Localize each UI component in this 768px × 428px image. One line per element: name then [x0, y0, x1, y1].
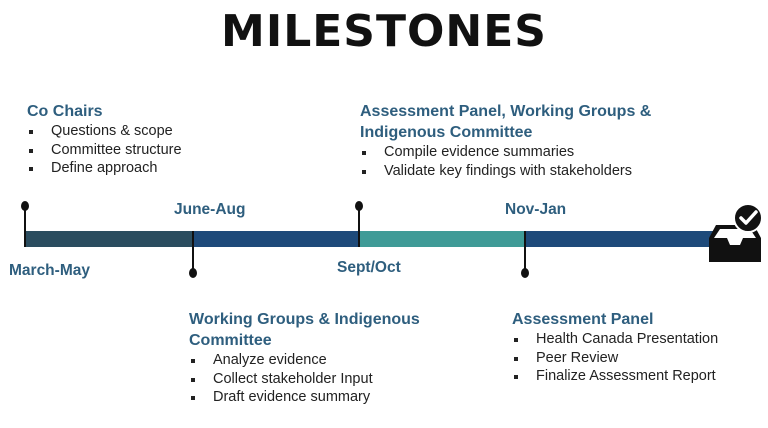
- milestone-item: Committee structure: [27, 141, 277, 160]
- milestone-block-assessment-panel: Assessment Panel Health Canada Presentat…: [512, 309, 762, 386]
- milestone-heading: Working Groups & Indigenous Committee: [189, 311, 420, 349]
- timeline-segment-nov-jan: [525, 231, 713, 247]
- milestone-item: Collect stakeholder Input: [189, 370, 459, 389]
- milestone-block-co-chairs: Co Chairs Questions & scope Committee st…: [27, 101, 277, 178]
- timeline-segment-june-aug: [193, 231, 359, 247]
- milestone-item: Draft evidence summary: [189, 388, 459, 407]
- timeline-tick: [24, 205, 26, 247]
- milestone-item: Finalize Assessment Report: [512, 367, 762, 386]
- timeline-segment-march-may: [25, 231, 193, 247]
- period-label-june-aug: June-Aug: [174, 201, 246, 218]
- milestone-item: Peer Review: [512, 349, 762, 368]
- timeline-segment-sept-oct: [359, 231, 525, 247]
- milestone-heading: Co Chairs: [27, 103, 103, 120]
- milestone-heading: Assessment Panel, Working Groups & Indig…: [360, 103, 652, 141]
- timeline-dot: [189, 268, 197, 278]
- period-label-sept-oct: Sept/Oct: [337, 259, 401, 276]
- timeline-dot: [521, 268, 529, 278]
- timeline-tick: [524, 231, 526, 274]
- milestone-block-working-indigenous: Working Groups & Indigenous Committee An…: [189, 309, 459, 407]
- page-title: MILESTONES: [221, 6, 547, 57]
- milestone-item: Analyze evidence: [189, 351, 459, 370]
- inbox-check-icon: [705, 202, 765, 269]
- timeline-tick: [358, 205, 360, 247]
- milestone-item: Define approach: [27, 159, 277, 178]
- milestone-item: Health Canada Presentation: [512, 330, 762, 349]
- milestone-item: Questions & scope: [27, 122, 277, 141]
- milestone-item: Validate key findings with stakeholders: [360, 162, 660, 181]
- timeline-tick: [192, 231, 194, 274]
- timeline-dot: [21, 201, 29, 211]
- timeline-dot: [355, 201, 363, 211]
- milestone-heading: Assessment Panel: [512, 311, 654, 328]
- period-label-nov-jan: Nov-Jan: [505, 201, 567, 218]
- milestone-block-assessment-working-indigenous: Assessment Panel, Working Groups & Indig…: [360, 101, 660, 180]
- milestone-item: Compile evidence summaries: [360, 143, 660, 162]
- period-label-march-may: March-May: [9, 262, 90, 279]
